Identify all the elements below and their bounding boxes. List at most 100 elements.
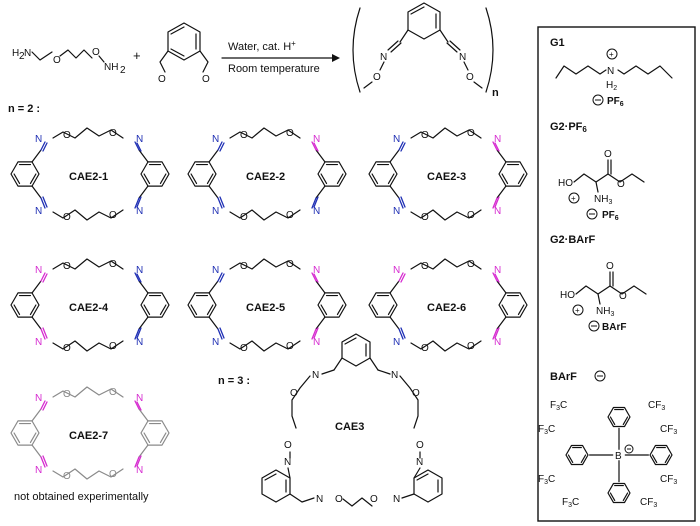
nitrogen-atom: N — [393, 206, 400, 217]
nitrogen-atom: N — [35, 134, 42, 145]
oxygen-atom: O — [240, 343, 248, 354]
trifluoromethyl-group: F3C — [550, 400, 567, 412]
cae2-7-note: not obtained experimentally — [14, 491, 149, 503]
nitrogen-atom: N — [313, 206, 320, 217]
svg-text:PF6: PF6 — [602, 210, 619, 222]
svg-text:O: O — [604, 149, 612, 160]
nitrogen-atom: N — [212, 337, 219, 348]
g2pf6-structure: HO O O NH3 + PF6 — [558, 149, 645, 222]
nitrogen-atom: N — [212, 265, 219, 276]
oxygen-atom: O — [421, 212, 429, 223]
svg-text:N: N — [24, 48, 31, 59]
nitrogen-atom: N — [212, 206, 219, 217]
nitrogen-atom: N — [494, 206, 501, 217]
trifluoromethyl-group: CF3 — [648, 400, 665, 412]
section-n3-label: n = 3 : — [218, 375, 250, 387]
macrocycle-label: CAE2-3 — [427, 171, 466, 183]
oxygen-atom: O — [286, 128, 294, 139]
svg-text:O: O — [202, 74, 210, 85]
polymer-product: N N O O n — [352, 2, 499, 99]
bis-aminooxy-reagent: H 2 N O O NH 2 — [12, 47, 126, 76]
macrocycle-label: CAE2-5 — [246, 302, 285, 314]
boron-atom: B — [615, 451, 622, 462]
macrocycle-label: CAE2-6 — [427, 302, 466, 314]
oxygen-atom: O — [63, 471, 71, 482]
macrocycle-cae2-4: N N N N O O O O CAE2-4 — [10, 258, 170, 354]
oxygen-atom: O — [286, 259, 294, 270]
oxygen-atom: O — [467, 341, 475, 352]
nitrogen-atom: N — [35, 337, 42, 348]
oxygen-atom: O — [63, 212, 71, 223]
oxygen-atom: O — [109, 128, 117, 139]
macrocycle-label: CAE2-1 — [69, 171, 108, 183]
macrocycle-label: CAE2-4 — [69, 302, 109, 314]
oxygen-atom: O — [421, 261, 429, 272]
oxygen-atom: O — [63, 389, 71, 400]
oxygen-atom: O — [240, 261, 248, 272]
nitrogen-atom: N — [136, 265, 143, 276]
condition-temperature: Room temperature — [228, 63, 320, 75]
svg-text:N: N — [284, 457, 291, 468]
macrocycle-cae2-1: N N N N O O O O CAE2-1 — [10, 127, 170, 223]
svg-text:NH: NH — [104, 62, 118, 73]
oxygen-atom: O — [63, 261, 71, 272]
svg-text:O: O — [617, 179, 625, 190]
svg-text:2: 2 — [120, 65, 126, 76]
nitrogen-atom: N — [35, 206, 42, 217]
nitrogen-atom: N — [136, 465, 143, 476]
svg-text:O: O — [92, 47, 100, 58]
plus-sign: + — [133, 48, 141, 63]
oxygen-atom: O — [63, 343, 71, 354]
svg-text:n: n — [492, 87, 499, 99]
oxygen-atom: O — [109, 210, 117, 221]
reaction-arrow — [221, 54, 340, 62]
svg-text:N: N — [391, 370, 398, 381]
nitrogen-atom: N — [393, 134, 400, 145]
svg-text:PF6: PF6 — [607, 96, 624, 108]
svg-text:N: N — [416, 457, 423, 468]
nitrogen-atom: N — [494, 337, 501, 348]
nitrogen-atom: N — [313, 337, 320, 348]
oxygen-atom: O — [109, 259, 117, 270]
nitrogen-atom: N — [393, 265, 400, 276]
svg-text:HO: HO — [558, 178, 573, 189]
svg-text:2: 2 — [19, 51, 25, 62]
oxygen-atom: O — [421, 130, 429, 141]
svg-text:+: + — [575, 306, 580, 315]
guest-panel — [537, 26, 696, 522]
oxygen-atom: O — [109, 469, 117, 480]
trifluoromethyl-group: CF3 — [660, 474, 677, 486]
trifluoromethyl-group: F3C — [538, 474, 555, 486]
svg-text:N: N — [316, 494, 323, 505]
svg-text:O: O — [158, 74, 166, 85]
g1-label: G1 — [550, 37, 565, 49]
macrocycle-label: CAE2-7 — [69, 430, 108, 442]
svg-text:NH3: NH3 — [596, 306, 614, 318]
svg-text:+: + — [609, 50, 614, 59]
nitrogen-atom: N — [136, 337, 143, 348]
svg-text:O: O — [412, 388, 420, 399]
svg-text:O: O — [373, 72, 381, 83]
svg-text:HO: HO — [560, 290, 575, 301]
nitrogen-atom: N — [393, 337, 400, 348]
nitrogen-atom: N — [136, 206, 143, 217]
svg-text:O: O — [370, 494, 378, 505]
trifluoromethyl-group: F3C — [562, 497, 579, 509]
svg-text:O: O — [290, 388, 298, 399]
oxygen-atom: O — [467, 259, 475, 270]
g1-structure: + N H2 PF6 — [555, 48, 673, 108]
nitrogen-atom: N — [494, 134, 501, 145]
g2barf-structure: HO O O NH3 + BArF — [560, 261, 647, 333]
oxygen-atom: O — [63, 130, 71, 141]
macrocycle-label: CAE2-2 — [246, 171, 285, 183]
oxygen-atom: O — [109, 341, 117, 352]
nitrogen-atom: N — [136, 134, 143, 145]
nitrogen-atom: N — [35, 265, 42, 276]
oxygen-atom: O — [109, 387, 117, 398]
cae3-label: CAE3 — [335, 421, 364, 433]
